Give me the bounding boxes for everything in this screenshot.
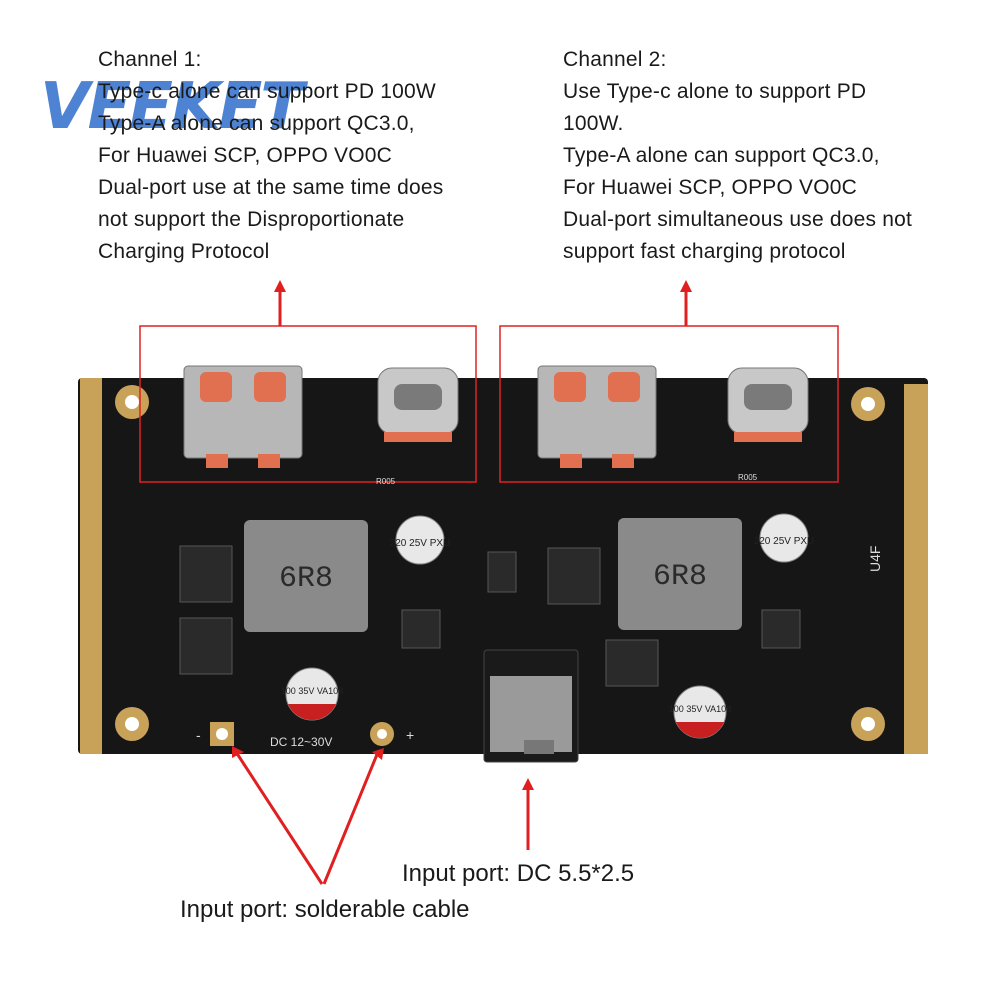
minus-mark: -: [196, 727, 201, 743]
channel-2-line: Type-A alone can support QC3.0,: [563, 144, 880, 167]
channel-2-line: Use Type-c alone to support PD: [563, 80, 867, 103]
channel-2-line: For Huawei SCP, OPPO VO0C: [563, 176, 858, 199]
plus-mark: +: [406, 727, 414, 743]
channel-1-description: Channel 1: Type-c alone can support PD 1…: [98, 44, 444, 268]
brand-logo: VEEKET: [40, 70, 304, 144]
channel-1-usb-a-port: [183, 365, 303, 468]
channel-1-line: Type-A alone can support QC3.0,: [98, 112, 415, 135]
inductors: [244, 518, 742, 632]
inductor-2-mark: 6R8: [653, 560, 707, 594]
resistor-mark-1: R005: [376, 477, 396, 486]
small-cap-2-label: 220 25V PXU: [754, 536, 815, 547]
small-capacitors: [395, 513, 809, 565]
channel-2-usb-c-port: [727, 367, 809, 442]
channel-1-usb-c-port: [377, 367, 459, 442]
channel-2-line: Channel 2:: [563, 48, 667, 71]
channel-1-line: not support the Disproportionate: [98, 208, 405, 231]
channel-1-line: Charging Protocol: [98, 240, 270, 263]
channel-1-line: Channel 1:: [98, 48, 202, 71]
resistor-mark-2: R005: [738, 473, 758, 482]
channel-2-line: support fast charging protocol: [563, 240, 846, 263]
dc-input-caption: Input port: DC 5.5*2.5: [402, 860, 635, 887]
large-capacitors: [285, 667, 727, 739]
ic-chips: [179, 545, 801, 687]
channel-1-line: Type-c alone can support PD 100W: [98, 80, 436, 103]
channel-1-line: For Huawei SCP, OPPO VO0C: [98, 144, 393, 167]
annotation-arrows-top: [274, 280, 692, 326]
channel-highlight-boxes: [139, 325, 839, 483]
channel-2-line: 100W.: [563, 112, 624, 135]
input-range-label: DC 12~30V: [270, 735, 332, 749]
board-id: U4F: [867, 546, 883, 572]
annotation-arrows-bottom: [232, 746, 534, 885]
channel-1-line: Dual-port use at the same time does: [98, 176, 444, 199]
dc-barrel-jack: [483, 649, 579, 763]
inductor-1-mark: 6R8: [279, 562, 333, 596]
solder-pads: [210, 722, 394, 746]
small-cap-1-label: 220 25V PXU: [390, 538, 451, 549]
solder-input-caption: Input port: solderable cable: [180, 896, 470, 923]
large-cap-1-label: 100 35V VA108: [281, 686, 343, 696]
channel-2-description: Channel 2: Use Type-c alone to support P…: [563, 44, 912, 268]
large-cap-2-label: 100 35V VA108: [669, 704, 731, 714]
channel-2-line: Dual-port simultaneous use does not: [563, 208, 913, 231]
channel-2-usb-a-port: [537, 365, 657, 468]
